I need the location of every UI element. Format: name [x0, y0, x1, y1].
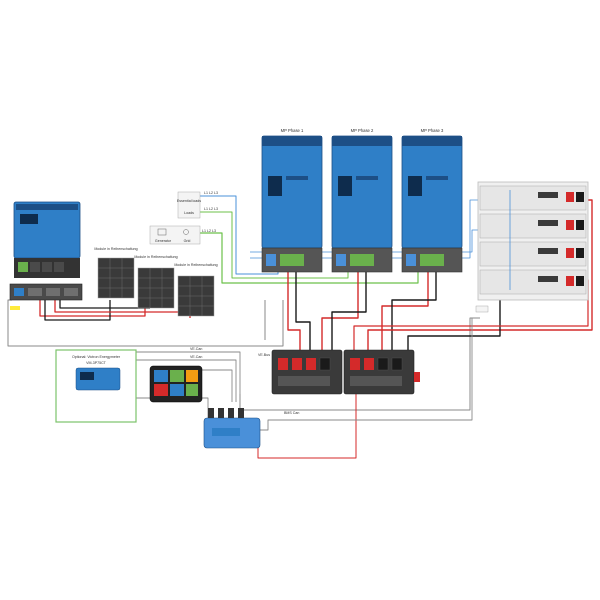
battery-module-2: [479, 213, 587, 239]
blue-wire-ac: [200, 195, 279, 275]
red-wire-solar-1: [39, 300, 146, 317]
dc-busbar-right: [343, 349, 420, 395]
energy-meter-title: Optional: Victron Energymeter: [72, 355, 121, 359]
grey-wire-bms: [256, 318, 473, 431]
solar-array-2: Module in Reihenschaltung: [134, 255, 178, 309]
red-wire-inv3: [381, 272, 429, 356]
grey-wire-vecan: [136, 351, 241, 400]
multiplus-left: [13, 201, 81, 278]
l1l2l3-label-c: L1 L2 L3: [202, 229, 216, 233]
inverter-display-3: [408, 176, 422, 196]
l1l2l3-label-b: L1 L2 L3: [204, 207, 218, 211]
red-wire-bms: [257, 392, 357, 459]
black-wire-solar-1: [44, 300, 111, 321]
bms-can-label: BMS Can: [284, 411, 299, 415]
essential-loads-box: Essential loads Loads: [177, 191, 201, 219]
solar-label-2: Module in Reihenschaltung: [134, 255, 177, 259]
grid-label: Grid: [184, 239, 191, 243]
battery-module-4: [479, 269, 587, 295]
inverter-phase-2: MP Phase 2: [331, 128, 393, 273]
mppt-unit: [9, 283, 83, 310]
battery-fuse-label: [475, 305, 489, 313]
black-wire-solar-2: [59, 300, 150, 309]
red-wire-inv2: [321, 272, 359, 356]
solar-label-3: Module in Reihenschaltung: [174, 263, 217, 267]
green-wire-ac: [200, 232, 419, 284]
red-wire-inv1: [287, 272, 301, 356]
fuse-label: [10, 306, 20, 310]
energy-meter-panel: Optional: Victron Energymeter VM-3P75CT: [55, 349, 137, 423]
black-wire-inv1: [295, 272, 311, 356]
essential-loads-label: Essential loads: [177, 199, 201, 203]
grey-wire-bottom: [239, 317, 480, 411]
inverter-label-3: MP Phase 3: [421, 128, 444, 133]
energy-meter-model: VM-3P75CT: [86, 361, 107, 365]
vebus-label: VE.Bus: [258, 353, 270, 357]
inverter-phase-1: MP Phase 1: [261, 128, 323, 273]
grey-wire-left: [7, 299, 284, 347]
generator-label: Generator: [155, 239, 172, 243]
loads-label: Loads: [184, 211, 194, 215]
solar-label-1: Module in Reihenschaltung: [94, 247, 137, 251]
generator-grid-box: Generator Grid: [149, 225, 201, 245]
generator-icon: [157, 228, 167, 236]
inverter-display-1: [268, 176, 282, 196]
l1l2l3-label-a: L1 L2 L3: [204, 191, 218, 195]
gx-touch-display: [149, 365, 203, 403]
battery-module-1: [479, 185, 587, 211]
solar-array-3: Module in Reihenschaltung: [174, 263, 218, 317]
grid-pylon-icon: [183, 229, 189, 235]
inverter-label-1: MP Phase 1: [281, 128, 304, 133]
vecan-label-2: VE.Can: [190, 355, 202, 359]
inverter-display-2: [338, 176, 352, 196]
solar-array-1: Module in Reihenschaltung: [94, 247, 138, 299]
green-wire-ac-2: [200, 211, 349, 279]
black-wire-inv2: [331, 272, 367, 356]
cerbo-gx: [203, 408, 261, 449]
battery-module-3: [479, 241, 587, 267]
inverter-display: [20, 214, 38, 224]
vecan-label-1: VE.Can: [190, 347, 202, 351]
inverter-phase-3: MP Phase 3: [401, 128, 463, 273]
inverter-label-2: MP Phase 2: [351, 128, 374, 133]
dc-busbar-left: [271, 349, 343, 395]
black-wire-inv3: [391, 272, 437, 356]
battery-rack: [475, 181, 589, 313]
grey-wire-vecan-2: [136, 359, 237, 402]
